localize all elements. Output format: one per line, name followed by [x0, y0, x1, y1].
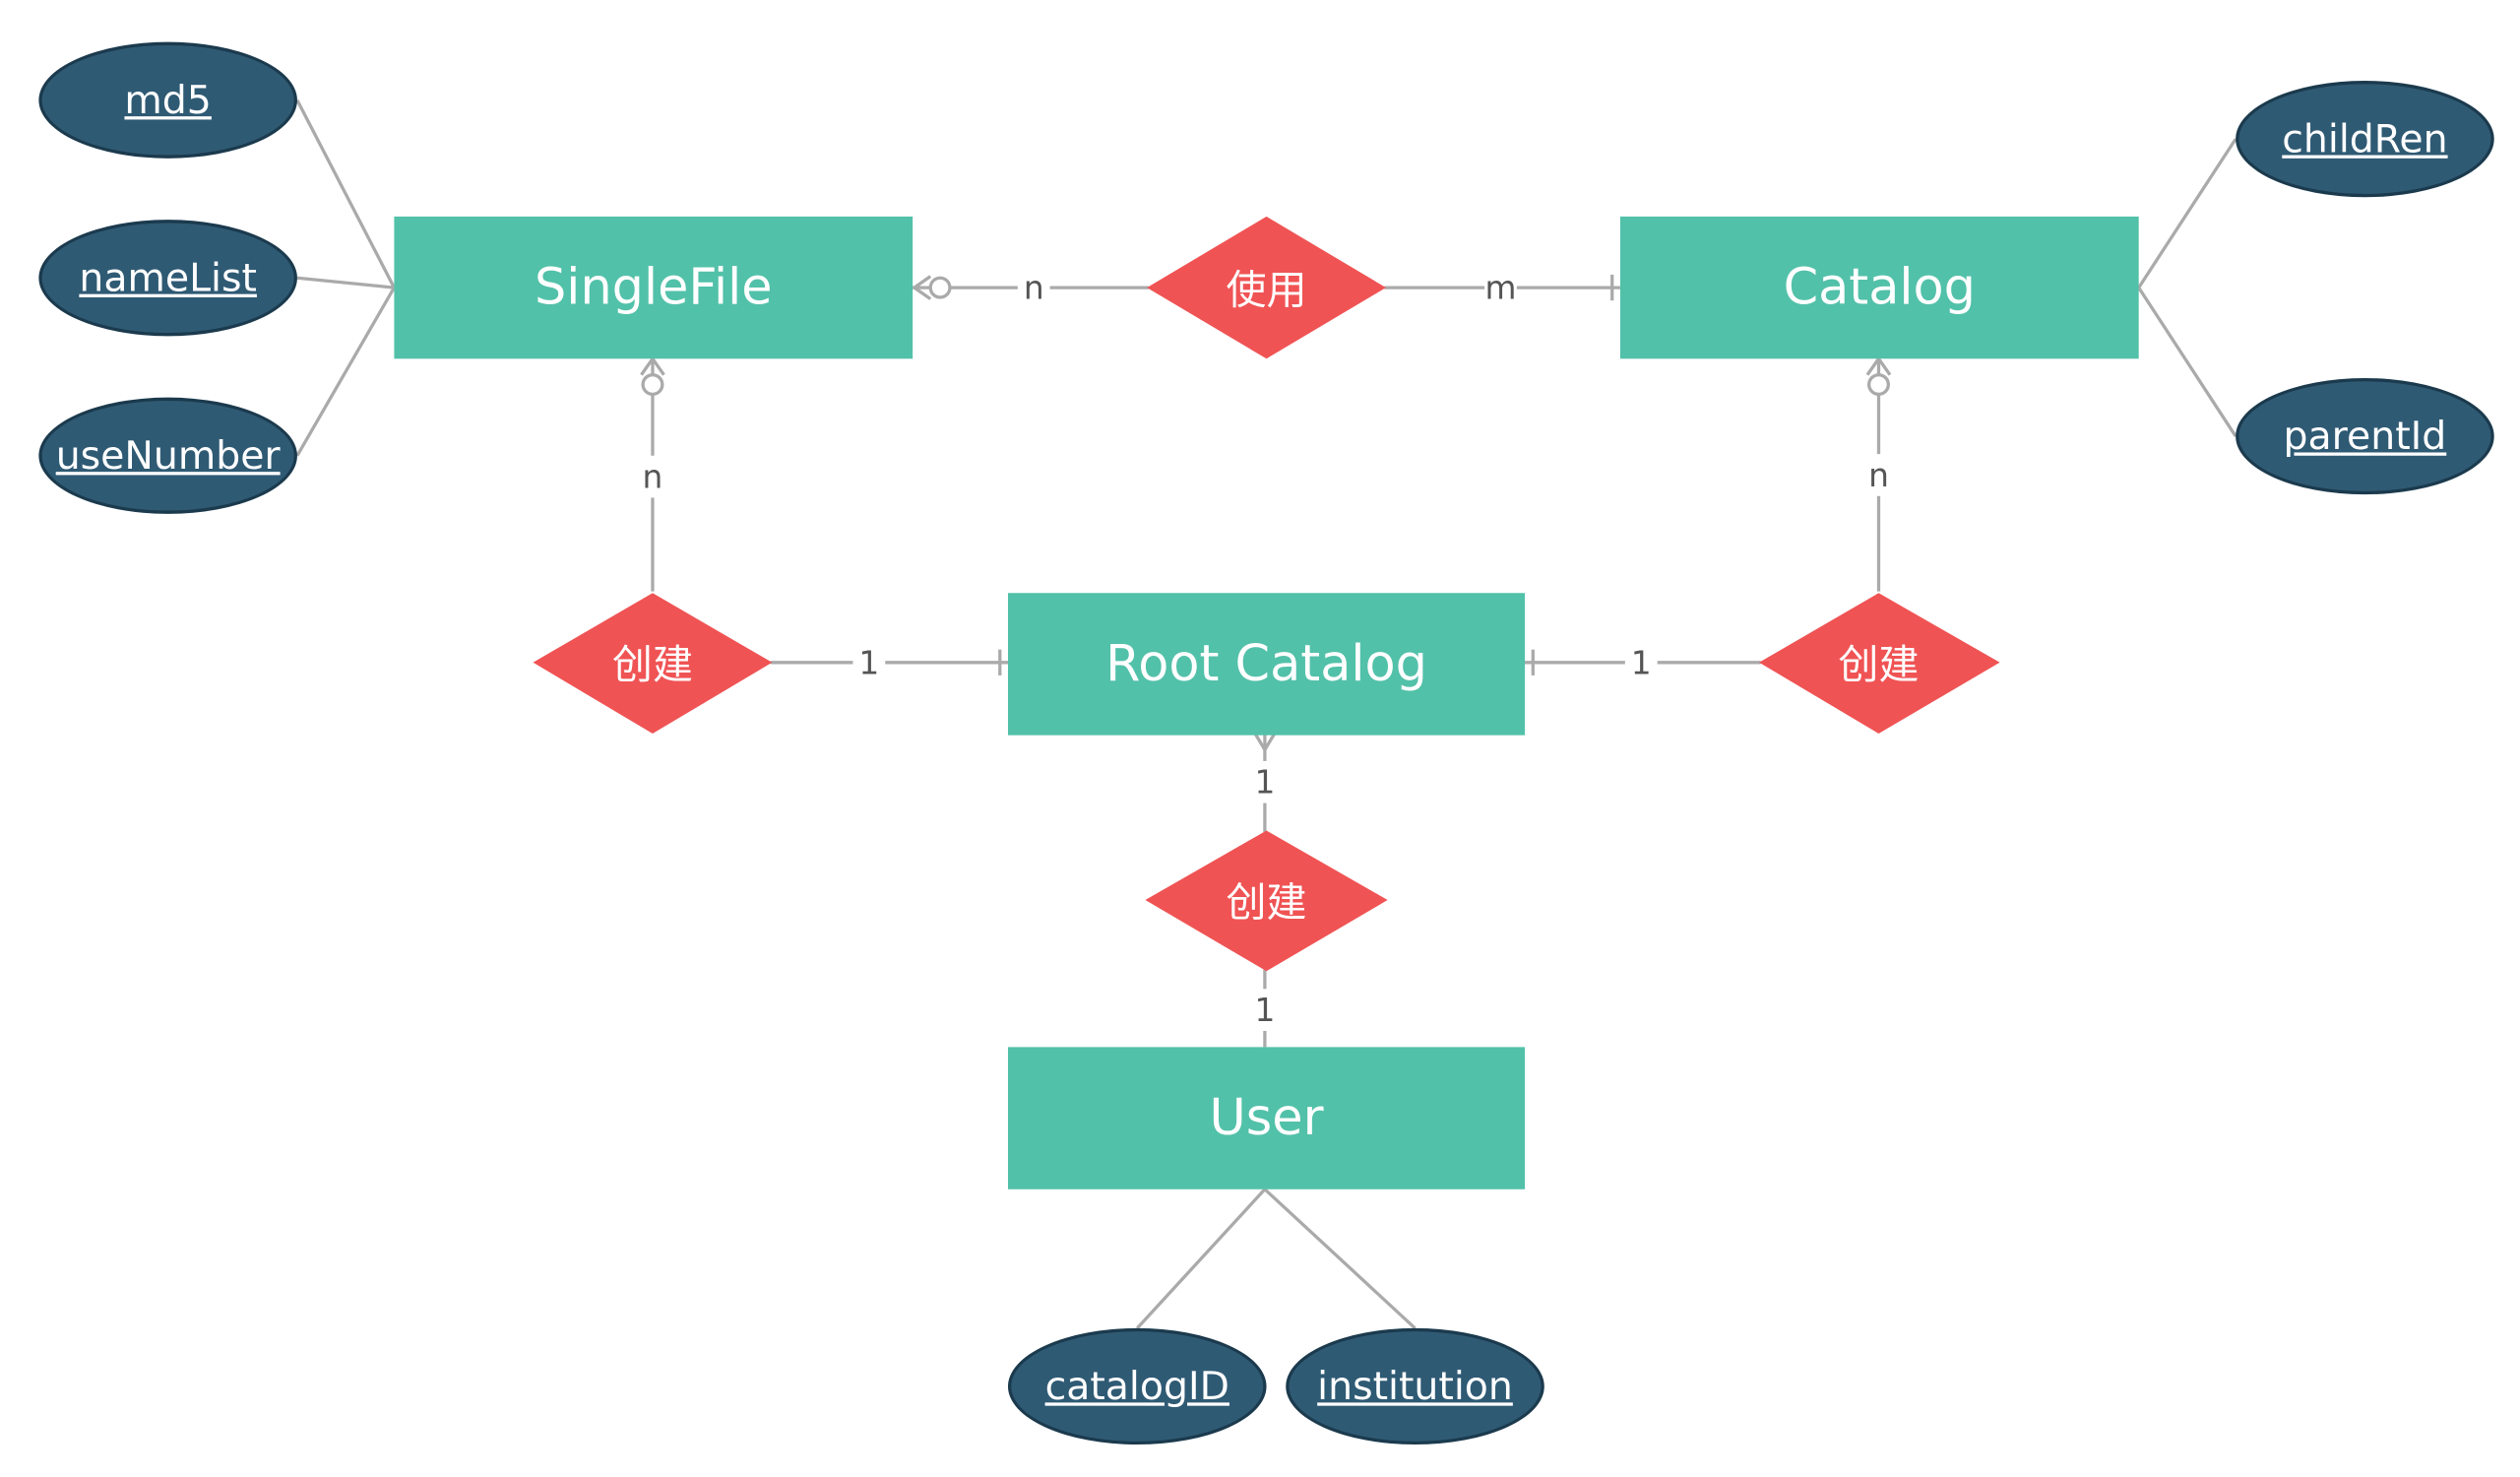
attribute-children-label: childRen [2282, 116, 2448, 162]
crowfoot-circle-singlefile-create [641, 373, 664, 397]
relationship-use-label: 使用 [1226, 266, 1307, 314]
connector-parentid [2137, 287, 2237, 437]
entity-catalog-label: Catalog [1783, 258, 1976, 317]
connector-catalogid [1136, 1188, 1267, 1330]
entity-root-catalog-label: Root Catalog [1105, 634, 1427, 693]
cardinality-catalog-create: n [1862, 454, 1895, 496]
crowfoot-circle-catalog-create [1866, 373, 1890, 397]
cardinality-create-root-right: 1 [1624, 641, 1658, 684]
crowfoot-circle-singlefile-use [928, 276, 952, 299]
attribute-md5[interactable]: md5 [38, 41, 297, 159]
attribute-parentid[interactable]: parentId [2236, 377, 2494, 495]
connector-namelist [296, 276, 395, 289]
connector-md5 [295, 98, 396, 289]
crowfoot-singlefile-use [911, 275, 932, 300]
cardinality-use-catalog: m [1484, 266, 1517, 309]
cardinality-create-root-left: 1 [852, 641, 886, 684]
connector-usenumber [295, 287, 396, 457]
entity-singlefile[interactable]: SingleFile [394, 216, 914, 359]
attribute-institution[interactable]: institution [1286, 1327, 1544, 1445]
attribute-usenumber-label: useNumber [55, 432, 281, 479]
connector-institution [1263, 1188, 1417, 1330]
entity-root-catalog[interactable]: Root Catalog [1007, 593, 1526, 736]
relationship-create-root-diamond [1145, 830, 1388, 972]
relationship-create-file-label: 创建 [611, 641, 693, 689]
attribute-catalogid-label: catalogID [1044, 1364, 1229, 1409]
entity-catalog[interactable]: Catalog [1619, 216, 2139, 359]
entity-user-label: User [1209, 1089, 1324, 1148]
attribute-institution-label: institution [1317, 1364, 1513, 1409]
attribute-children[interactable]: childRen [2236, 81, 2494, 198]
attribute-usenumber[interactable]: useNumber [38, 397, 297, 514]
attribute-catalogid[interactable]: catalogID [1007, 1327, 1267, 1445]
entity-user[interactable]: User [1007, 1047, 1526, 1189]
crowfoot-singlefile-create [640, 355, 665, 376]
cardinality-singlefile-create: n [636, 455, 669, 498]
attribute-parentid-label: parentId [2283, 414, 2447, 460]
cardinality-root-create-user-bottom: 1 [1248, 989, 1282, 1031]
cardinality-root-create-user-top: 1 [1248, 760, 1282, 803]
relationship-create-catalog-label: 创建 [1838, 641, 1920, 689]
relationship-create-file-diamond [533, 593, 773, 735]
relationship-create-catalog-diamond [1759, 593, 2000, 735]
crowfoot-catalog-create [1865, 355, 1892, 376]
crowfoot-root-create [1253, 733, 1277, 753]
attribute-md5-label: md5 [124, 77, 212, 123]
entity-singlefile-label: SingleFile [535, 258, 773, 317]
attribute-namelist-label: nameList [79, 255, 257, 301]
cardinality-singlefile-use: n [1017, 266, 1050, 309]
connector-children [2137, 138, 2237, 289]
relationship-create-root-label: 创建 [1226, 878, 1307, 927]
attribute-namelist[interactable]: nameList [38, 220, 297, 337]
